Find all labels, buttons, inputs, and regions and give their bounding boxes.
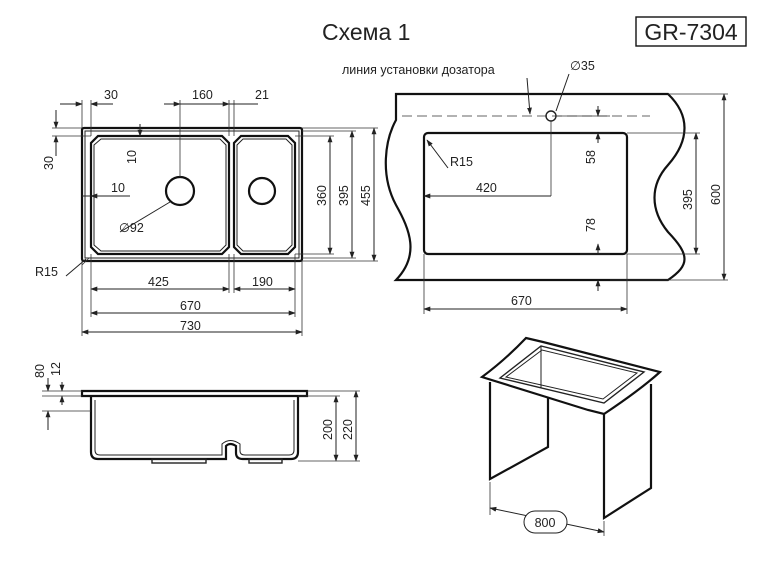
countertop-outline [384,92,686,282]
countertop-cutout-view: линия установки дозатора ∅35 R15 420 58 … [342,59,728,314]
cabinet-view: 800 [479,336,663,536]
dim-12: 12 [49,362,63,376]
dim-10-horizontal: 10 [111,181,125,195]
dim-800-box [523,510,568,534]
dim-455: 455 [359,185,373,206]
radius-label-top: R15 [35,265,58,279]
side-bowl-inner [94,400,295,456]
drain-stub-small [248,458,283,464]
cabinet-top [479,336,663,416]
dispenser-hole-label: ∅35 [570,59,595,73]
cabinet-top-opening-inner [504,349,639,400]
small-bowl [232,134,297,256]
dim-21: 21 [255,88,269,102]
dim-160: 160 [192,88,213,102]
sink-inner-rim [84,130,300,259]
side-rim [80,389,309,398]
dim-360: 360 [315,185,329,206]
right-dimensions: 360 395 455 [295,127,378,262]
scheme-title: Схема 1 [322,19,410,45]
dim-200: 200 [321,419,335,440]
drain-small [247,176,277,206]
dim-190: 190 [252,275,273,289]
dim-30-top: 30 [104,88,118,102]
model-box [635,16,747,47]
dispenser-line-label: линия установки дозатора [342,63,495,77]
large-bowl [89,134,231,256]
drain-diameter-label: ∅92 [119,221,144,235]
dim-78: 78 [584,218,598,232]
cabinet-left-panel [488,382,550,481]
dim-670-top: 670 [180,299,201,313]
dim-420: 420 [476,181,497,195]
side-bowl [89,396,300,461]
dim-395-cutout: 395 [681,189,695,210]
dim-10-vertical: 10 [125,150,139,164]
small-bowl-inner [236,138,293,252]
sink-side-view: 80 12 200 220 [33,362,360,464]
corner-mark [81,257,90,266]
dim-800: 800 [535,516,556,530]
dim-395: 395 [337,185,351,206]
model-code: GR-7304 [644,19,738,45]
sink-top-view [80,126,304,266]
radius-label-cutout: R15 [450,155,473,169]
dim-58: 58 [584,150,598,164]
dim-30-left: 30 [42,156,56,170]
drain-large [164,175,196,207]
dim-670-cutout: 670 [511,294,532,308]
cabinet-right-panel [602,384,653,521]
large-bowl-inner [93,138,227,252]
dim-425: 425 [148,275,169,289]
dim-220: 220 [341,419,355,440]
sink-outline [80,126,304,263]
cutout-rect [422,131,629,256]
dim-80: 80 [33,364,47,378]
dim-730: 730 [180,319,201,333]
dim-600: 600 [709,184,723,205]
cabinet-top-opening [498,345,646,404]
top-dimensions: 30 160 21 [60,88,269,177]
left-dimensions: 30 10 10 ∅92 R15 [35,110,171,279]
drain-stub-large [151,458,207,464]
bottom-dimensions: 425 190 670 730 [81,254,303,336]
